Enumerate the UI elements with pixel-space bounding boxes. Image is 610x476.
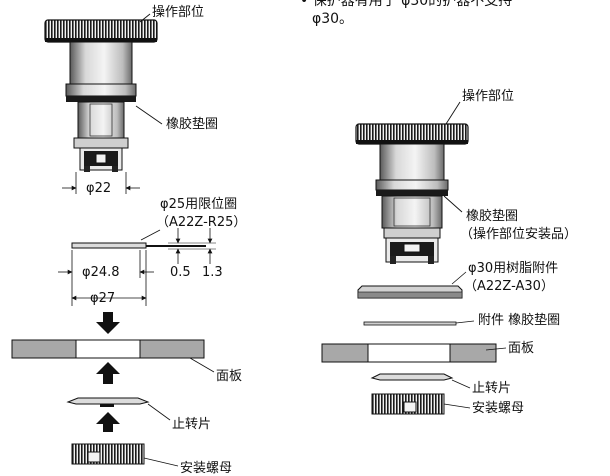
left-dim-0-5-label: 0.5: [170, 265, 191, 280]
left-stem: [77, 101, 125, 139]
left-base: [73, 137, 129, 149]
left-body-upper: [69, 41, 133, 85]
left-rubber-gasket-label: 橡胶垫圈: [166, 117, 219, 132]
right-attachment-gasket: [363, 320, 475, 326]
left-operating-part-label: 操作部位: [152, 5, 205, 20]
right-body-upper: [379, 143, 445, 181]
left-dim-27-label: φ27: [90, 291, 116, 306]
dim-24-8-and-27: [58, 250, 154, 306]
left-dim-24-8-label: φ24.8: [82, 265, 120, 280]
left-limit-ring-label-2: （A22Z-R25）: [156, 215, 247, 230]
top-note-line2: φ30。: [312, 11, 354, 27]
right-pushbutton: [355, 101, 469, 264]
top-note-line1: • 保护器有用于 φ30的护器不支持: [300, 0, 513, 9]
dim-22: [62, 172, 140, 194]
left-dim-1-3-label: 1.3: [202, 265, 223, 280]
arrow-up-2: [96, 412, 120, 432]
right-base: [383, 227, 441, 239]
left-body-band: [65, 83, 137, 97]
left-mounting-nut-label: 安装螺母: [180, 461, 233, 476]
right-operating-part-label: 操作部位: [462, 89, 515, 104]
right-stem: [381, 195, 443, 229]
left-stop-piece-label: 止转片: [172, 417, 212, 432]
right-mounting-nut-label: 安装螺母: [472, 401, 525, 416]
left-panel: [11, 339, 215, 373]
right-attachment-label-2: （A22Z-A30）: [464, 279, 554, 294]
right-rubber-gasket-label-2: （操作部位安装品）: [460, 227, 578, 242]
arrow-up-1: [96, 362, 120, 384]
right-mounting-nut: [371, 393, 471, 415]
left-pushbutton: [44, 13, 163, 172]
left-mounting-nut: [71, 443, 179, 467]
left-limit-ring: [71, 228, 216, 264]
right-attachment-label-1: φ30用树脂附件: [468, 261, 559, 276]
right-rubber-gasket-label-1: 橡胶垫圈: [466, 209, 519, 224]
left-limit-ring-label-1: φ25用限位圈: [160, 197, 238, 212]
right-panel: [321, 343, 507, 363]
right-panel-label: 面板: [508, 341, 535, 356]
right-stop-piece-label: 止转片: [472, 381, 512, 396]
left-stop-piece: [66, 397, 171, 421]
left-dim-22-label: φ22: [86, 181, 112, 196]
right-stop-piece: [370, 373, 471, 389]
right-resin-attachment: [357, 271, 467, 299]
right-attachment-gasket-label: 附件 橡胶垫圈: [478, 313, 561, 328]
left-panel-label: 面板: [216, 369, 243, 384]
arrow-down: [96, 312, 120, 334]
